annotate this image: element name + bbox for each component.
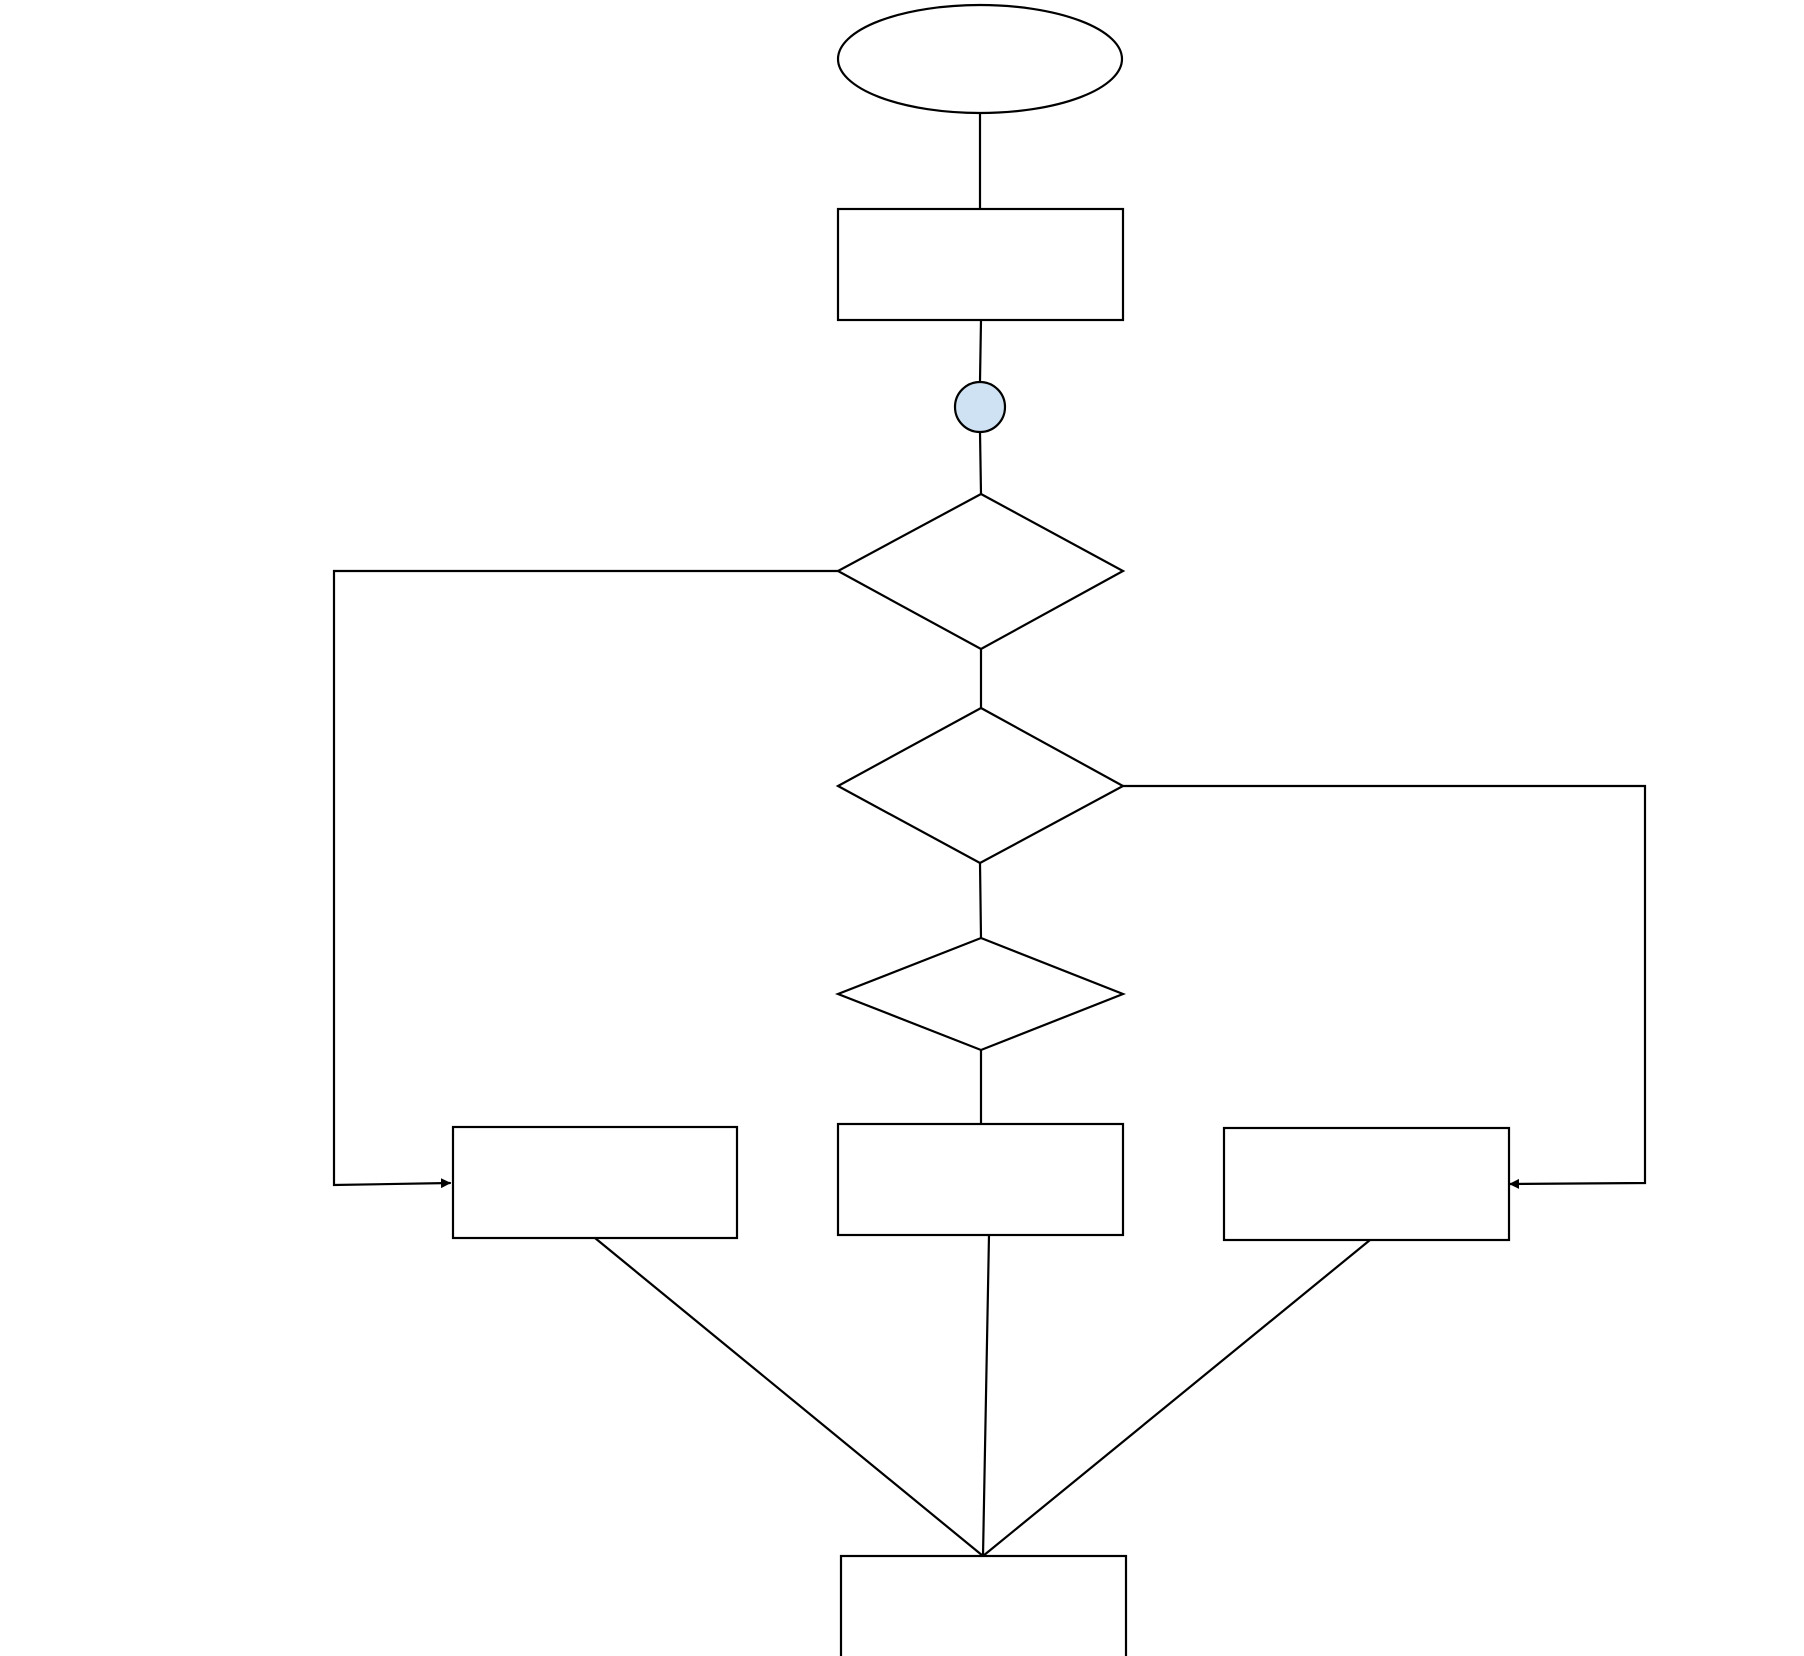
edge-process-center-to-end [981,1233,991,1558]
edge-process-left-to-end [593,1236,985,1558]
decision-diamond-2 [835,706,1126,865]
edge-decision-1-to-process-left [332,569,840,1189]
flowchart-edges [332,111,1647,1558]
process-box-center [836,1122,1125,1237]
flowchart-nodes [451,3,1511,1656]
process-box-1 [836,207,1125,322]
edge-decision-2-to-decision-3 [978,861,983,940]
connector-circle [953,380,1007,434]
start-terminal [836,3,1124,115]
edge-connector-to-decision-1 [978,430,983,496]
decision-diamond-3 [834,936,1126,1052]
edge-process-1-to-connector [978,318,983,383]
process-box-left [451,1125,739,1240]
edge-process-right-to-end [981,1238,1372,1558]
end-box [839,1554,1128,1656]
process-box-right [1222,1126,1511,1242]
decision-diamond-1 [835,492,1126,651]
edge-decision-2-to-process-right [1121,784,1647,1189]
